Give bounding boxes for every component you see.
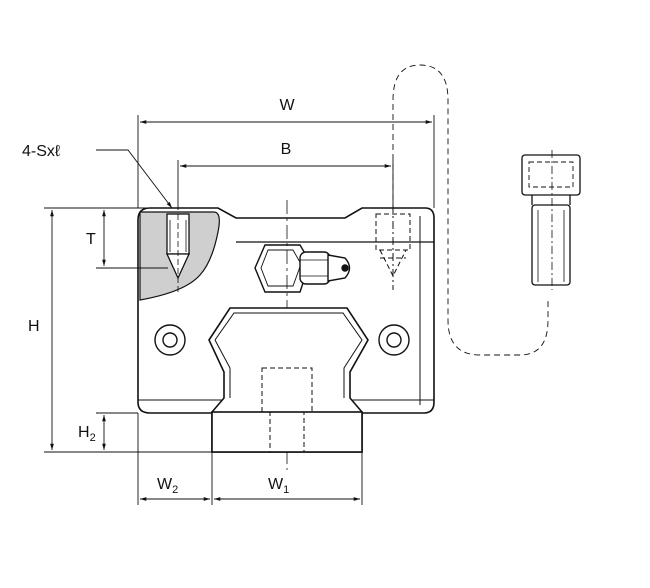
left-fixing-hole xyxy=(154,324,186,356)
right-fixing-hole xyxy=(378,324,410,356)
label-w1: W1 xyxy=(268,476,289,496)
grease-nipple xyxy=(254,244,351,293)
label-h: H xyxy=(28,318,40,335)
guide-rail xyxy=(208,307,369,453)
label-screw-callout: 4-Sxℓ xyxy=(22,143,60,160)
side-fixing-holes xyxy=(154,324,410,356)
label-w: W xyxy=(279,97,295,114)
label-w2: W2 xyxy=(157,476,178,496)
label-t: T xyxy=(86,231,96,248)
label-h2: H2 xyxy=(78,424,96,444)
cap-screw-detail xyxy=(521,150,581,290)
screw-callout-leader xyxy=(96,149,173,209)
screw-hole-hidden xyxy=(375,205,411,290)
label-b: B xyxy=(281,141,292,158)
screw-hole-section xyxy=(165,213,191,292)
screw-leader-loop xyxy=(392,64,549,356)
dimension-lines xyxy=(44,115,435,505)
